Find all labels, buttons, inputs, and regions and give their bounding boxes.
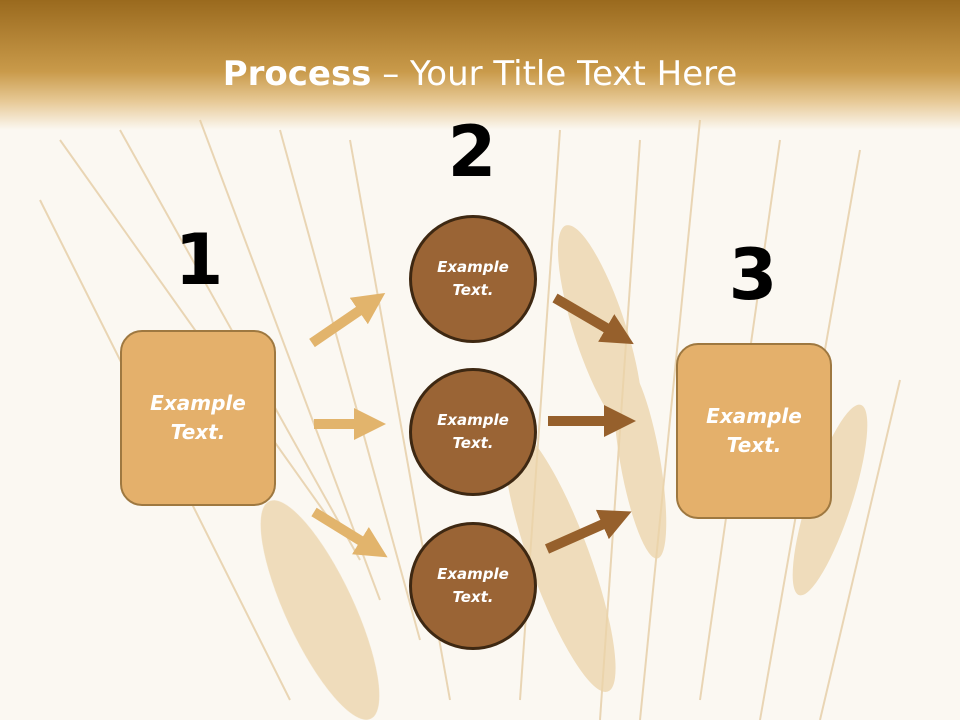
title-bold: Process	[222, 54, 372, 94]
step-number-3: 3	[728, 234, 778, 316]
title-bar	[0, 0, 960, 130]
end-box-text: Example Text.	[706, 404, 802, 457]
title-rest: – Your Title Text Here	[371, 54, 738, 94]
end-box: Example Text.	[676, 343, 832, 519]
process-circle-top: Example Text.	[409, 215, 537, 343]
arrow-bottom-to-right	[544, 509, 632, 554]
process-circle-bottom: Example Text.	[409, 522, 537, 650]
circle-bottom-text: Example Text.	[437, 565, 509, 606]
circle-top-text: Example Text.	[437, 258, 509, 299]
step-number-1: 1	[174, 219, 224, 301]
step-number-2: 2	[447, 111, 497, 193]
slide-title: Process – Your Title Text Here	[0, 52, 960, 96]
circle-middle-text: Example Text.	[437, 411, 509, 452]
arrow-left-to-top	[309, 292, 386, 348]
start-box-text: Example Text.	[150, 391, 246, 444]
process-circle-middle: Example Text.	[409, 368, 537, 496]
start-box: Example Text.	[120, 330, 276, 506]
arrow-top-to-right	[552, 293, 634, 345]
arrow-left-to-bottom	[311, 507, 388, 558]
